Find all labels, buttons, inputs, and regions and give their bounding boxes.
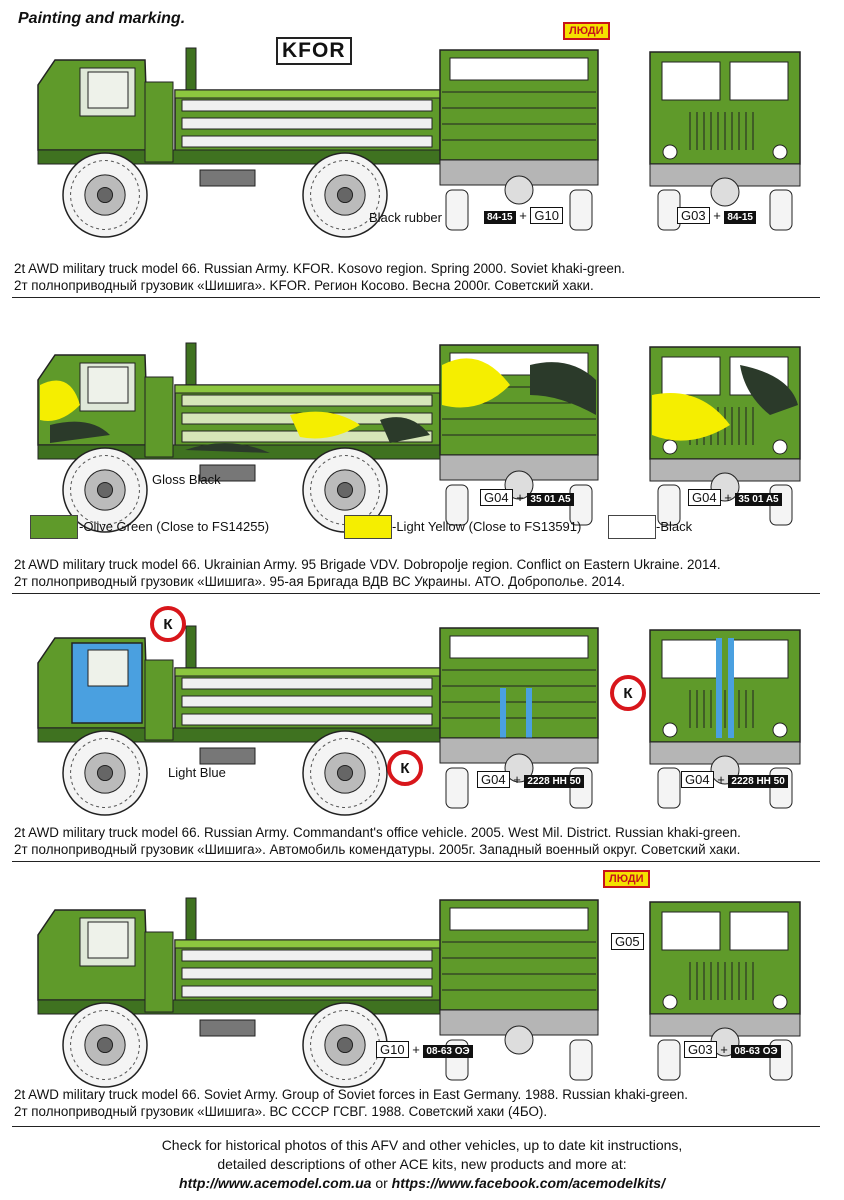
gloss-black-label: Gloss Black [152,472,221,487]
k-sign-callout: К [387,750,423,786]
divider [12,861,820,862]
truck-rear-view [439,344,599,526]
divider [12,297,820,298]
caption-ru-2: 2т полноприводный грузовик «Шишига». 95-… [14,574,625,589]
truck-views-2 [37,342,801,533]
people-sign-top: ЛЮДИ [603,870,650,888]
caption-en-1: 2t AWD military truck model 66. Russian … [14,261,626,276]
legend-swatch-olive [30,515,78,539]
truck-front-view [649,629,801,809]
caption-ru-1: 2т полноприводный грузовик «Шишига». KFO… [14,278,594,293]
legend-label-black: -Black [656,519,693,534]
rear-plate-code: 84-15 + G10 [484,207,563,224]
footer-line1: Check for historical photos of this AFV … [161,1137,683,1153]
truck-rear-view [439,49,599,231]
legend-label-yellow: -Light Yellow (Close to FS13591) [392,519,582,534]
kfor-callout-label: KFOR [276,37,352,65]
legend-swatch-yellow [344,515,392,539]
caption-en-3: 2t AWD military truck model 66. Russian … [14,825,741,840]
caption-ru-3: 2т полноприводный грузовик «Шишига». Авт… [14,842,741,857]
page-title: Painting and marking. [18,10,186,27]
website-link[interactable]: http://www.acemodel.com.ua [179,1175,372,1191]
front-plate-code: G04 + 35 01 A5 [688,489,782,506]
truck-views-4 [37,897,801,1088]
truck-side-view [37,342,444,533]
k-sign-callout: К [150,606,186,642]
rear-code: G10 [530,207,563,224]
truck-views-3 [37,625,801,816]
legend-label-olive: -Olive Green (Close to FS14255) [79,519,270,534]
truck-front-view [649,51,801,231]
legend-swatch-black [608,515,656,539]
truck-rear-view [439,627,599,809]
front-plate-code: G03 + 84-15 [677,207,756,224]
caption-en-4: 2t AWD military truck model 66. Soviet A… [14,1087,689,1102]
front-plate-code: G03 + 08-63 ОЭ [684,1041,781,1058]
people-sign-top: ЛЮДИ [563,22,610,40]
black-rubber-label: Black rubber [369,210,442,225]
truck-side-view [37,625,444,816]
truck-side-view [37,47,444,238]
divider [12,1126,820,1127]
front-code-g05: G05 [611,933,644,950]
truck-front-view [649,901,801,1081]
facebook-link[interactable]: https://www.facebook.com/acemodelkits/ [391,1175,665,1191]
light-blue-label: Light Blue [168,765,226,780]
footer: Check for historical photos of this AFV … [0,1136,844,1193]
caption-en-2: 2t AWD military truck model 66. Ukrainia… [14,557,721,572]
rear-plate-code: G04 + 2228 НН 50 [477,771,584,788]
rear-plate-code: G04 + 35 01 A5 [480,489,574,506]
truck-side-view [37,897,444,1088]
footer-links: http://www.acemodel.com.ua or https://ww… [179,1175,665,1191]
rear-plate-code: G10 + 08-63 ОЭ [376,1041,473,1058]
rear-plate: 84-15 [484,211,516,224]
front-code: G03 [677,207,710,224]
divider [12,593,820,594]
front-plate: 84-15 [724,211,756,224]
front-plate-code: G04 + 2228 НН 50 [681,771,788,788]
truck-views-1 [37,47,801,238]
footer-line2: detailed descriptions of other ACE kits,… [217,1156,627,1172]
caption-ru-4: 2т полноприводный грузовик «Шишига». ВС … [14,1104,548,1119]
k-sign-callout: К [610,675,646,711]
